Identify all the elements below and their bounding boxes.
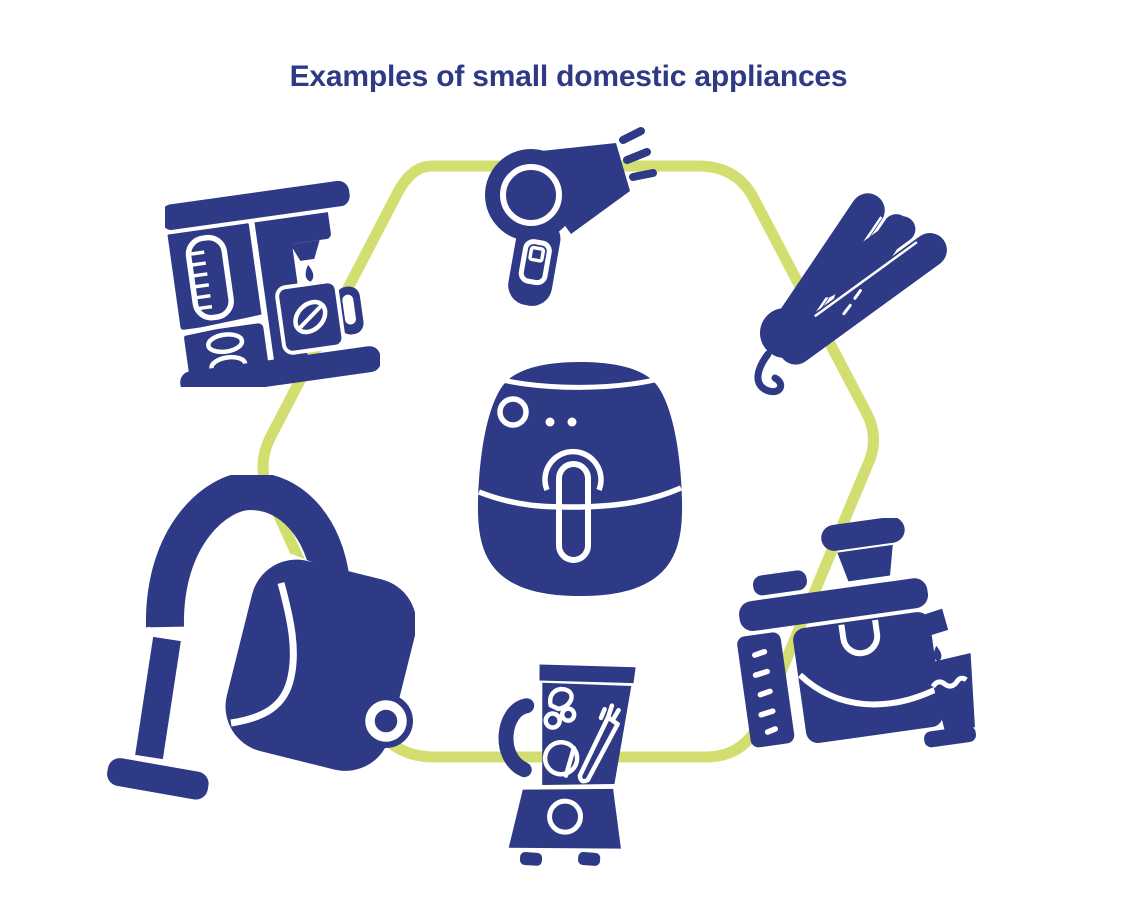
hair-dryer-icon: [485, 127, 657, 306]
vacuum-cleaner-icon: [107, 475, 415, 800]
page-title: Examples of small domestic appliances: [289, 60, 848, 93]
vacuum-hose: [145, 475, 350, 628]
air-fryer-icon: [477, 362, 683, 596]
blender-icon: [498, 664, 636, 866]
hair-straightener-icon: [754, 193, 947, 395]
power-cord: [754, 350, 785, 395]
control-buttons: [752, 648, 779, 735]
fruit-art: [542, 686, 621, 784]
juicer-icon: [737, 518, 976, 748]
air-flow-lines: [619, 127, 657, 181]
coffee-machine-icon: [165, 180, 380, 387]
connector-outline: [257, 160, 879, 763]
